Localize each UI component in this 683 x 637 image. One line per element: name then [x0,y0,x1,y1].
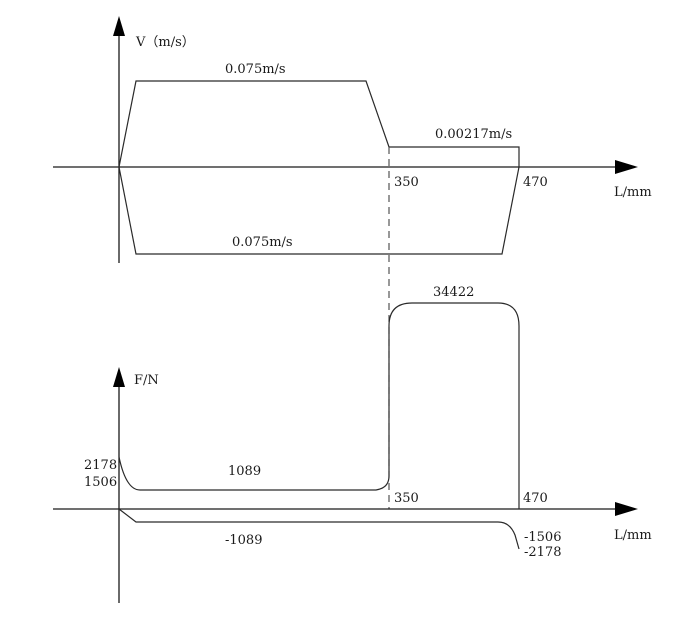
velocity-tick-470: 470 [523,175,548,190]
velocity-return-speed-label: 0.075m/s [232,235,293,250]
force-y-axis-label: F/N [134,373,159,388]
force-forward-profile [118,302,520,509]
velocity-diagram: V（m/s） 0.075m/s 0.00217m/s 350 470 L/mm … [53,16,652,263]
force-y-axis-arrow [113,367,125,387]
force-tick-350: 350 [394,491,419,506]
velocity-y-axis-label: V（m/s） [135,35,195,50]
force-start-low-label: 1506 [84,475,117,490]
velocity-y-axis-arrow [113,16,125,36]
force-end-neg-low-label: -1506 [524,530,561,545]
force-end-neg-high-label: -2178 [524,545,561,560]
force-peak-label: 34422 [433,285,474,300]
force-return-profile [118,508,520,550]
force-x-axis-arrow [615,502,638,516]
velocity-tick-350: 350 [394,175,419,190]
force-return-label: -1089 [225,533,262,548]
velocity-x-axis-label: L/mm [614,185,652,200]
velocity-x-axis-arrow [615,160,638,174]
velocity-forward-profile [118,80,520,168]
force-x-axis-label: L/mm [614,528,652,543]
velocity-forward-speed-label: 0.075m/s [225,62,286,77]
velocity-slow-speed-label: 0.00217m/s [435,127,512,142]
velocity-return-profile [118,166,520,255]
force-start-high-label: 2178 [84,458,117,473]
force-diagram: F/N 34422 2178 1506 1089 350 470 -1089 -… [53,285,652,603]
force-tick-470: 470 [523,491,548,506]
force-forward-label: 1089 [228,464,261,479]
